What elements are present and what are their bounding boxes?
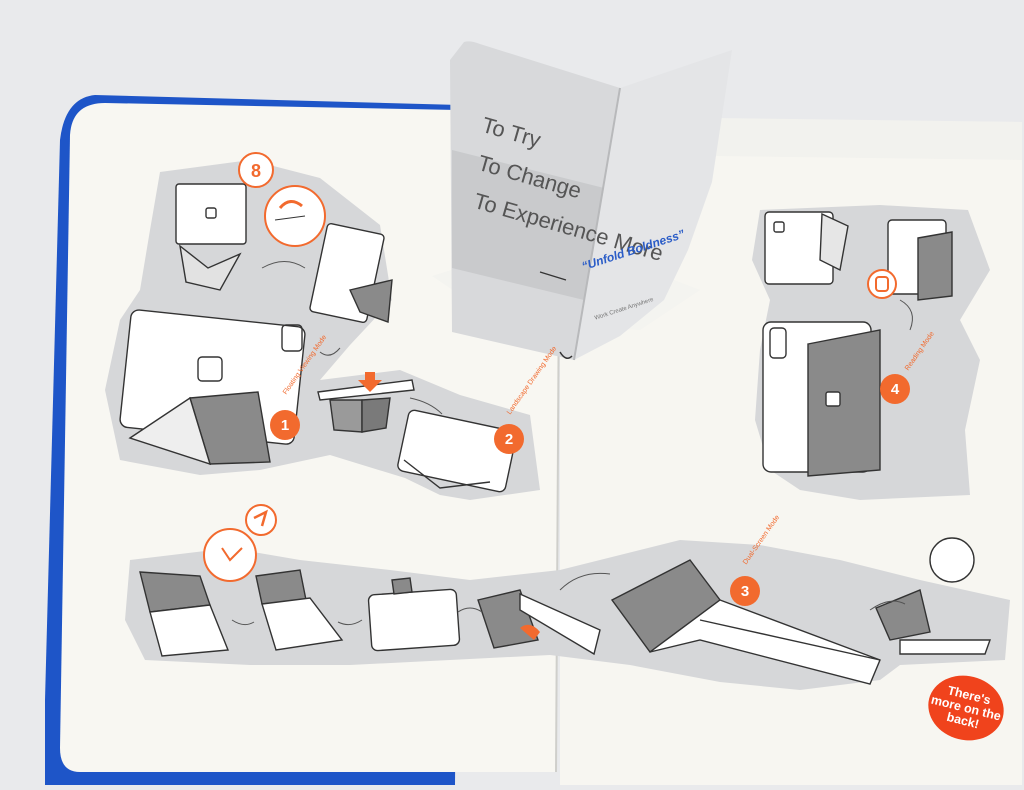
mode-badge-2: 2 bbox=[494, 424, 524, 454]
box-lip bbox=[716, 118, 1022, 160]
lock-callout bbox=[867, 269, 897, 299]
flow-arrows-bottom bbox=[231, 572, 906, 626]
infinity-icon: 8 bbox=[251, 161, 261, 181]
step-sketches-left bbox=[119, 183, 517, 493]
step-sketches-right bbox=[762, 211, 953, 477]
folded-card bbox=[450, 41, 732, 361]
check-callout bbox=[203, 504, 277, 582]
flow-arrow-right bbox=[899, 299, 913, 331]
step-sketches-bottom bbox=[139, 537, 991, 685]
flow-arrows-left bbox=[261, 261, 443, 415]
mode-badge-4: 4 bbox=[880, 374, 910, 404]
rotate-icon bbox=[520, 624, 540, 640]
mode-badge-1: 1 bbox=[270, 410, 300, 440]
mode-badge-3: 3 bbox=[730, 576, 760, 606]
arrow-down-icon bbox=[358, 372, 382, 392]
magnet-callout bbox=[238, 152, 326, 247]
